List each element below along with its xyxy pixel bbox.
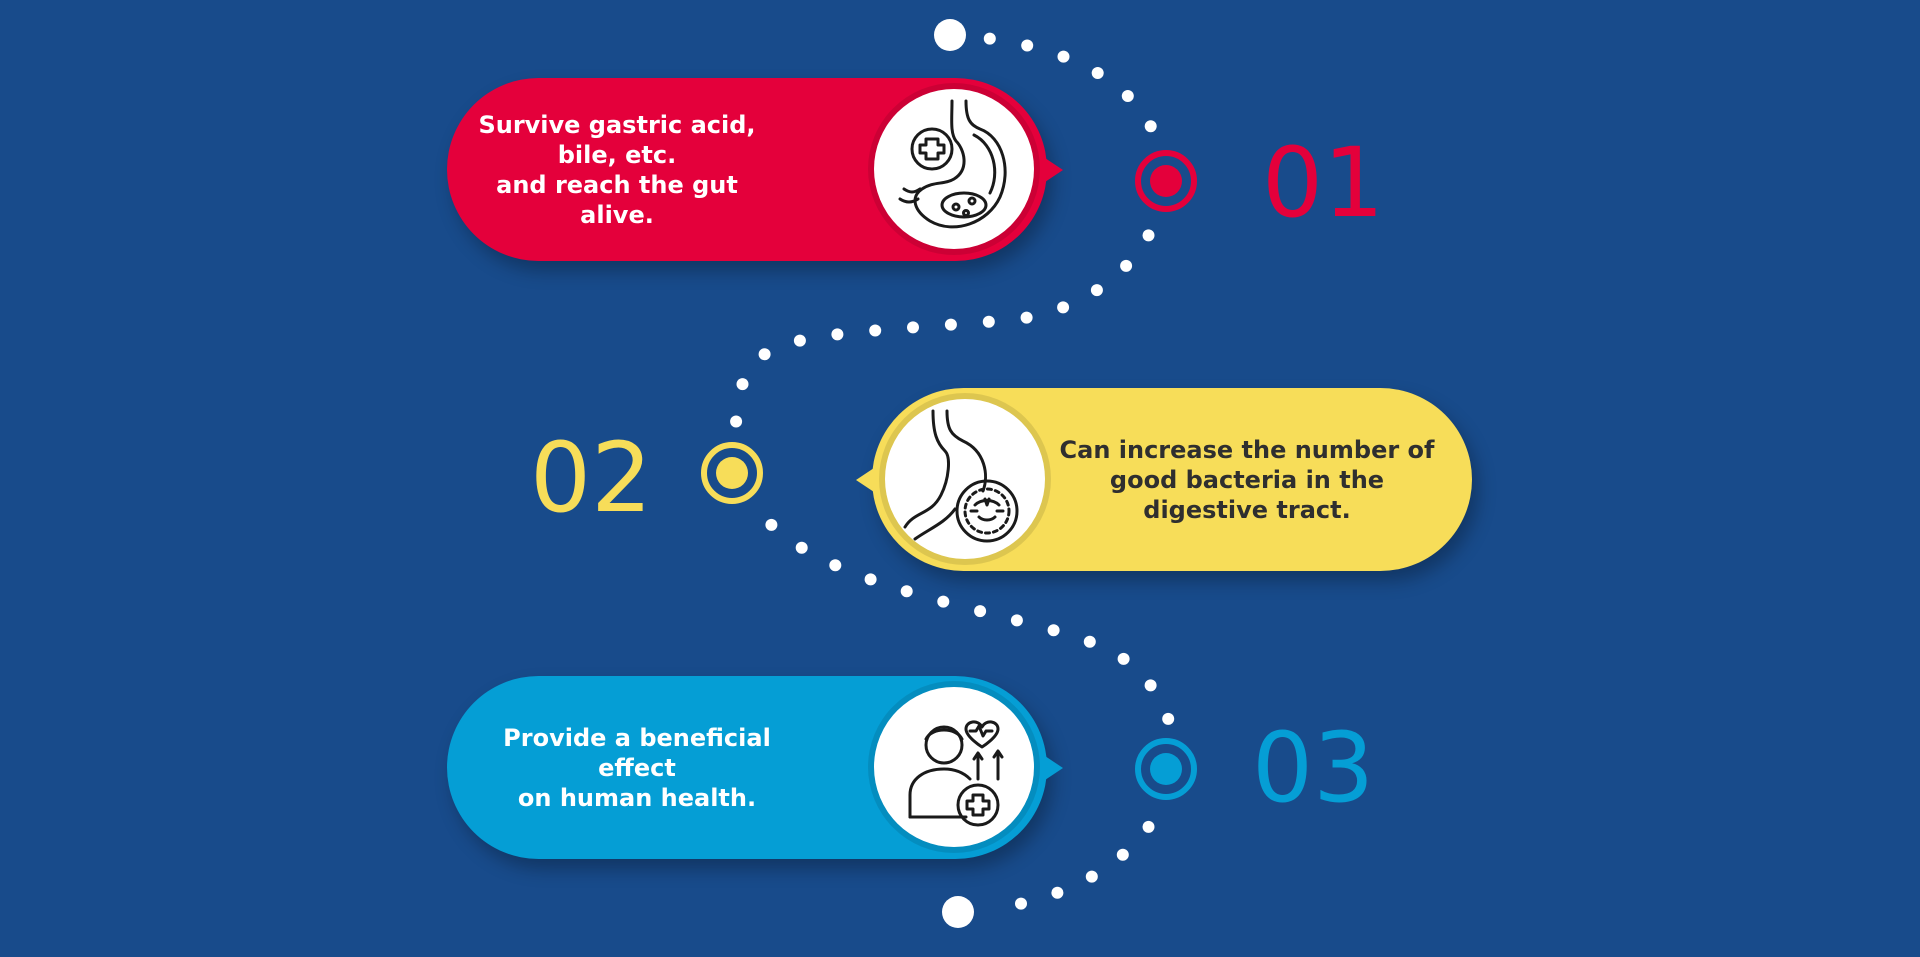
stomach-plus-icon [874,89,1034,249]
step-3-number: 03 [1252,712,1375,824]
path-dot [1142,820,1155,833]
path-dot [1057,301,1070,314]
path-dot [1144,120,1157,133]
path-dot [1047,624,1060,637]
path-dot [1020,311,1033,324]
step-2-pointer [856,468,874,492]
path-start-dot [934,19,966,51]
path-dot [1015,897,1027,910]
path-dot [1021,39,1034,52]
path-dot [736,378,749,391]
path-dot [907,321,919,334]
step-1-text: Survive gastric acid, bile, etc. and rea… [467,78,767,261]
path-dot [1010,614,1023,627]
path-dot [869,324,882,337]
step-3-text-line2: on human health. [517,783,757,812]
step-1-node [1135,150,1197,212]
step-2-card: Can increase the number of good bacteria… [856,388,1472,571]
path-dot [1120,259,1133,272]
path-end-dot [942,896,974,928]
path-dot [793,334,806,347]
path-dot [1144,679,1157,692]
step-1-number: 01 [1262,127,1385,239]
path-dot [730,415,743,428]
step-1-pointer [1045,158,1063,182]
step-3-pointer [1045,756,1063,780]
step-3-node [1135,738,1197,800]
step-2-text-line2: good bacteria in the [1109,465,1385,494]
path-dot [1121,90,1134,102]
path-dot [1142,229,1155,242]
path-dot [1117,652,1130,665]
path-dot [944,318,957,331]
step-2-text: Can increase the number of good bacteria… [1057,388,1437,571]
path-dot [1057,50,1070,63]
path-dot [983,32,996,45]
path-dot [1085,870,1098,883]
step-1-text-line1: Survive gastric acid, bile, etc. [478,110,756,169]
step-2-text-line1: Can increase the number of [1059,435,1435,464]
path-dot [1162,712,1175,725]
step-3-card: Provide a beneficial effect on human hea… [447,676,1063,859]
path-dot [1051,886,1064,899]
path-dot [829,559,842,572]
path-dot [900,585,913,598]
step-1-text-line2: and reach the gut alive. [496,170,738,229]
path-dot [864,573,877,586]
step-3-text-line1: Provide a beneficial effect [503,723,771,782]
step-1-card: Survive gastric acid, bile, etc. and rea… [447,78,1063,261]
step-3-text: Provide a beneficial effect on human hea… [477,676,797,859]
path-dot [795,541,808,554]
person-health-icon [874,687,1034,847]
path-dot [1091,67,1104,79]
path-dot [974,605,987,618]
stomach-bacteria-icon [885,399,1045,559]
path-dot [1116,848,1129,861]
path-dot [1090,284,1103,297]
step-2-text-line3: digestive tract. [1143,495,1351,524]
path-dot [758,348,771,361]
path-dot [765,518,778,531]
step-2-number: 02 [530,422,653,534]
path-dot [1083,635,1096,648]
step-2-node [701,442,763,504]
path-dot [982,315,995,328]
path-dot [937,595,950,608]
path-dot [831,328,844,341]
